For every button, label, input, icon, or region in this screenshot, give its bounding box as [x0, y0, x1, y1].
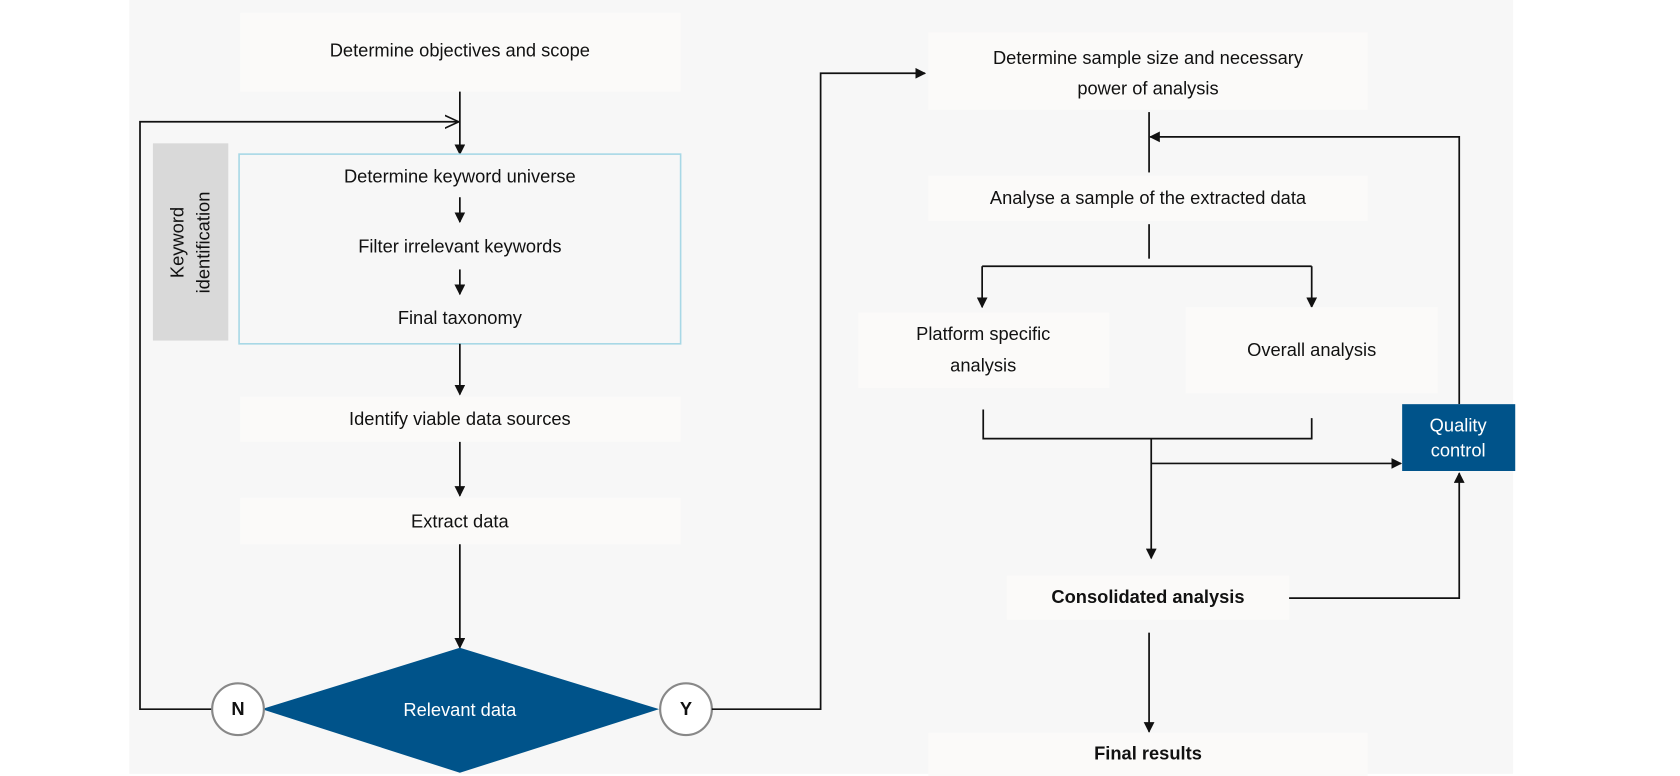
qc-label-line-2: control — [1431, 439, 1486, 460]
step-objectives: Determine objectives and scope — [240, 12, 681, 92]
arrow-consolidated-to-qc — [1289, 472, 1465, 600]
step-extract: Extract data — [240, 497, 681, 545]
group-label-line-2: identification — [192, 192, 213, 294]
step-keyword-universe: Determine keyword universe — [344, 166, 576, 187]
keyword-identification-group: Determine keyword universe Filter irrele… — [238, 153, 682, 345]
platform-label-line-2: analysis — [950, 354, 1016, 375]
yes-label: Y — [680, 698, 692, 719]
step-consolidated: Consolidated analysis — [1006, 575, 1290, 620]
keyword-identification-label: Keyword identification — [152, 143, 229, 341]
no-branch-marker: N — [211, 682, 265, 737]
step-sample-size: Determine sample size and necessary powe… — [928, 32, 1368, 110]
analyse-label: Analyse a sample of the extracted data — [990, 187, 1307, 208]
final-label: Final results — [1094, 742, 1202, 763]
group-label-line-1: Keyword — [167, 207, 188, 278]
decision-label: Relevant data — [403, 699, 517, 720]
overall-label: Overall analysis — [1247, 339, 1376, 360]
step-objectives-label: Determine objectives and scope — [330, 40, 590, 61]
step-sources: Identify viable data sources — [240, 396, 681, 442]
arrow-qc-feedback — [1149, 131, 1461, 405]
step-filter-keywords: Filter irrelevant keywords — [358, 236, 561, 257]
arrow-yes-to-sample — [711, 67, 927, 711]
arrow-no-loop — [139, 122, 459, 711]
step-final-taxonomy: Final taxonomy — [398, 307, 523, 328]
step-final-results: Final results — [928, 732, 1368, 776]
consolidated-label: Consolidated analysis — [1051, 586, 1244, 607]
step-sources-label: Identify viable data sources — [349, 408, 571, 429]
sample-label-line-2: power of analysis — [1077, 77, 1218, 98]
no-label: N — [231, 698, 244, 719]
yes-branch-marker: Y — [659, 682, 713, 737]
step-extract-label: Extract data — [411, 511, 509, 532]
qc-label-line-1: Quality — [1430, 415, 1488, 436]
quality-control-box: Quality control — [1402, 404, 1516, 471]
step-analyse-sample: Analyse a sample of the extracted data — [928, 175, 1368, 221]
platform-label-line-1: Platform specific — [916, 323, 1050, 344]
merge-bracket — [982, 409, 1313, 440]
step-overall-analysis: Overall analysis — [1185, 307, 1438, 394]
decision-relevant-data: Relevant data — [261, 647, 660, 773]
step-platform-analysis: Platform specific analysis — [858, 312, 1110, 388]
sample-label-line-1: Determine sample size and necessary — [993, 47, 1304, 68]
